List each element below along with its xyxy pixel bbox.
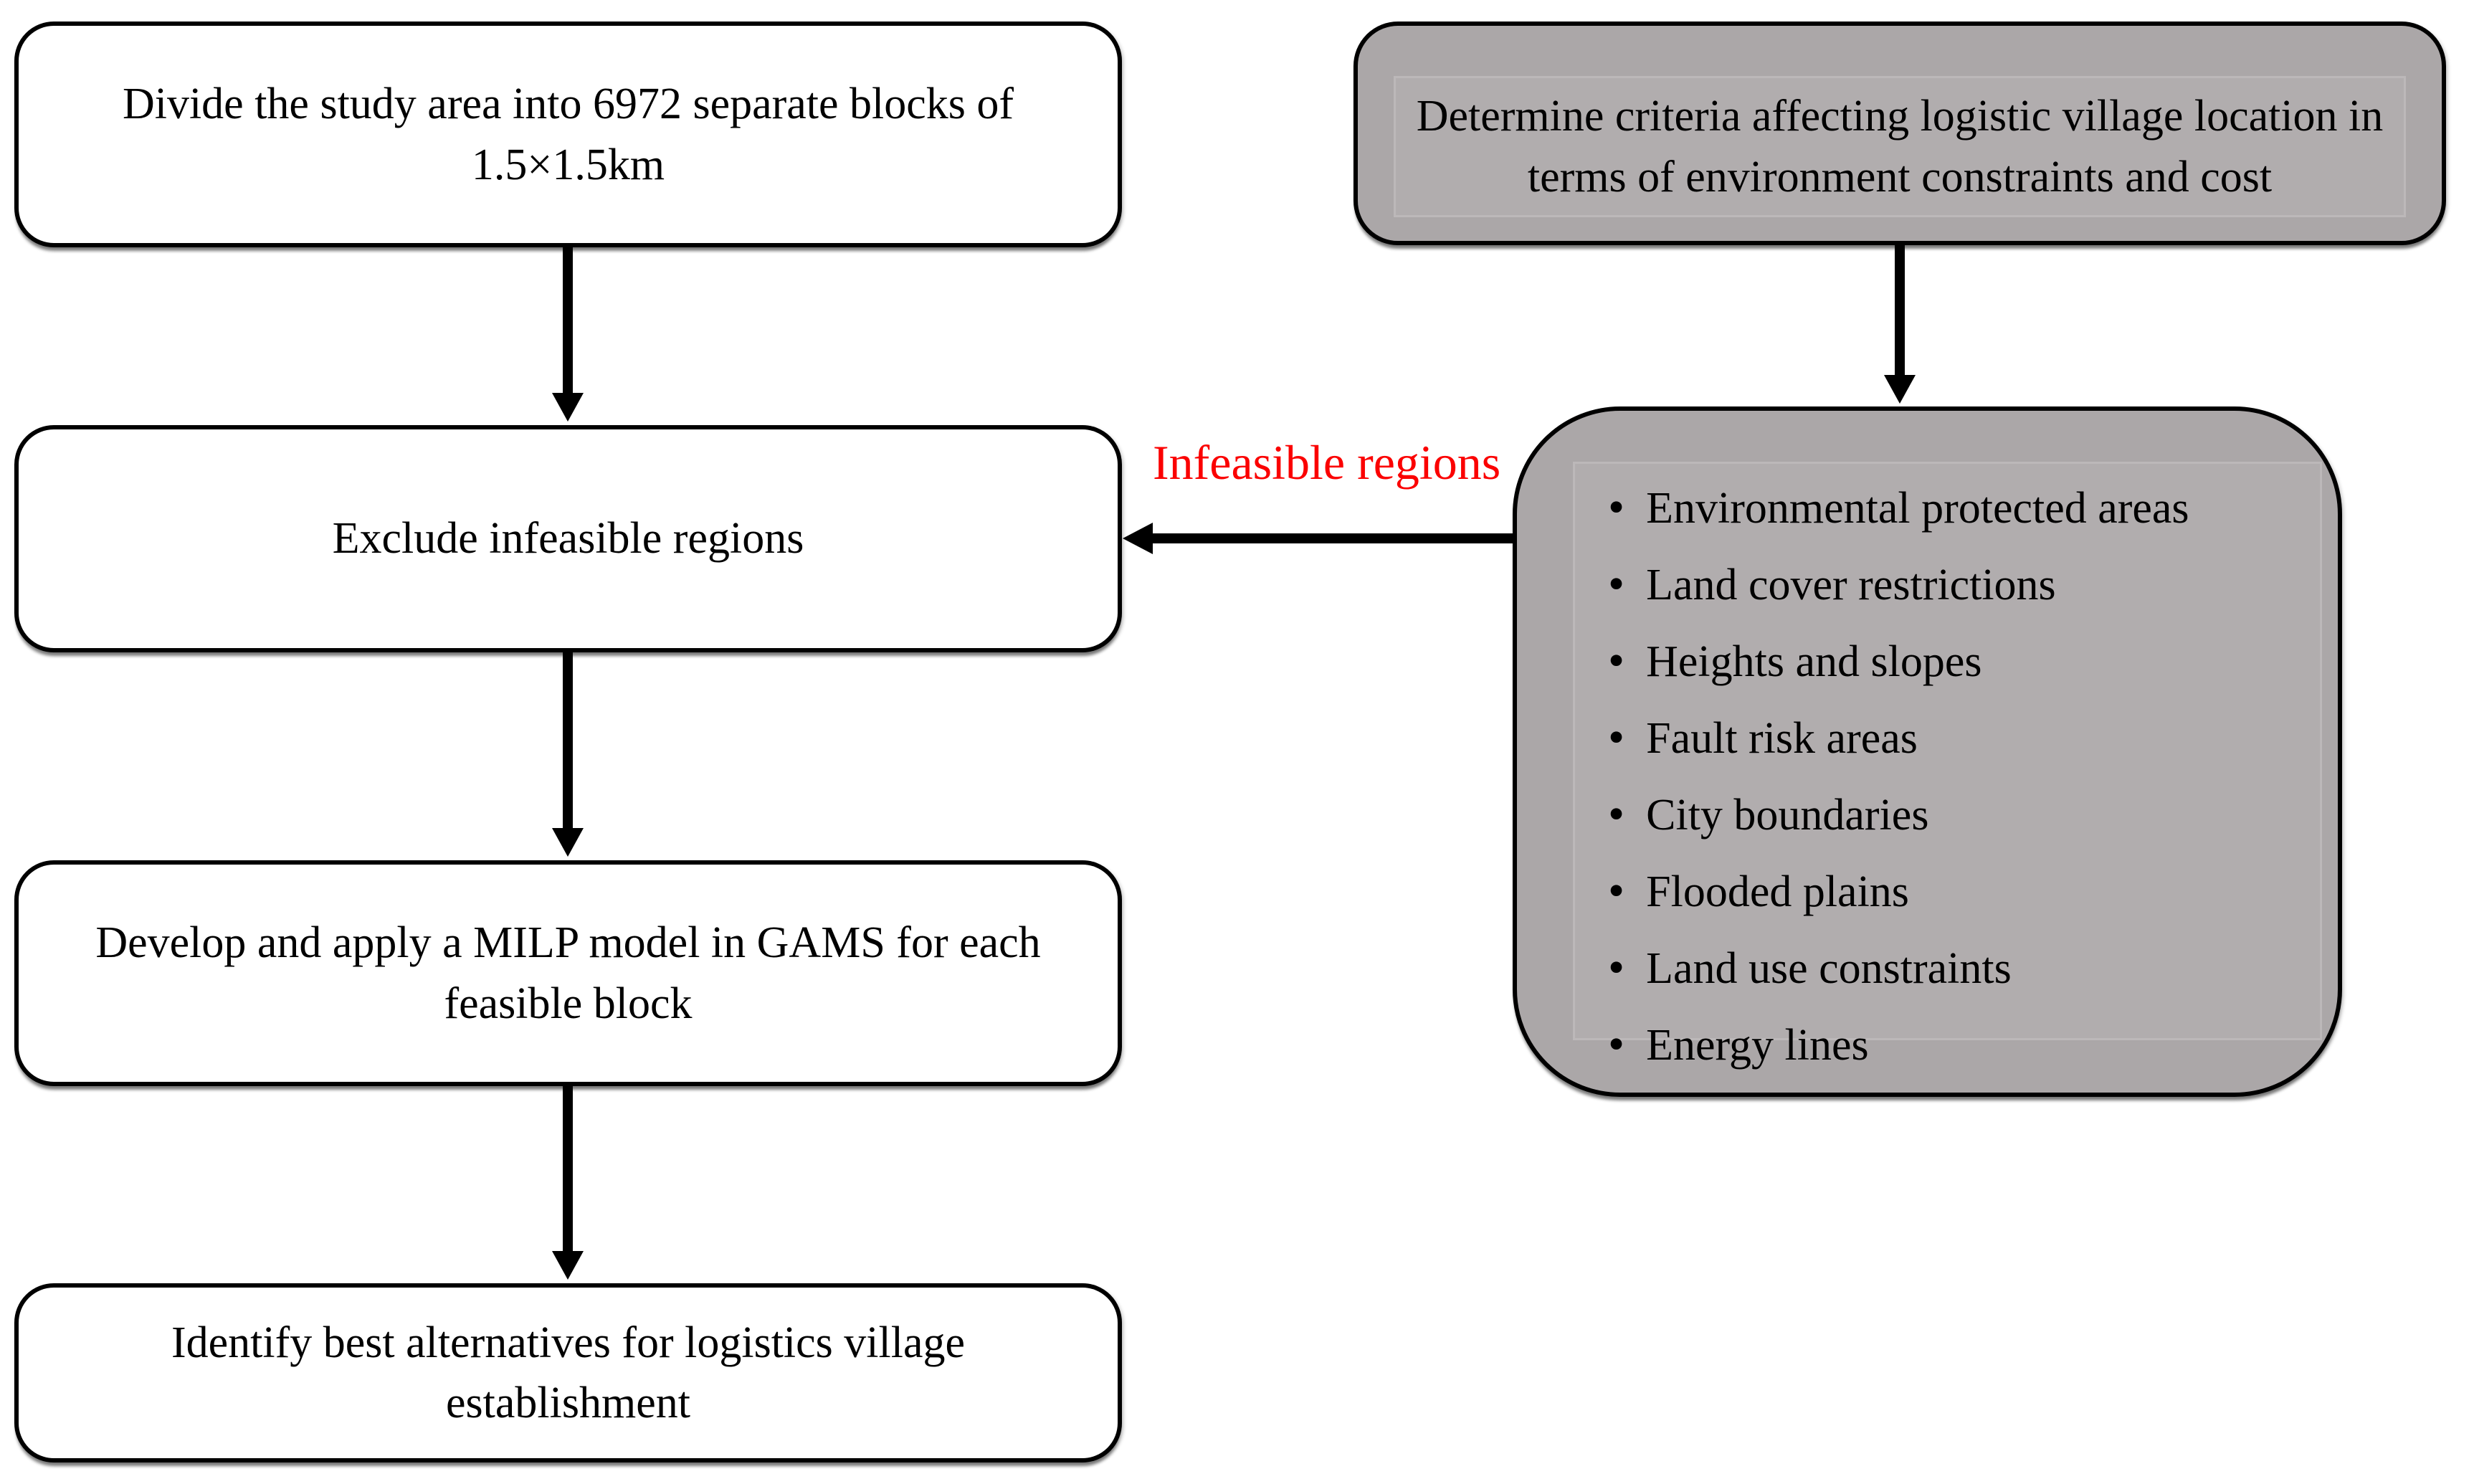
constraints-list: Environmental protected areas Land cover… [1575,464,2320,1083]
arrow-milp-to-identify [563,1085,573,1252]
step-exclude-infeasible-regions: Exclude infeasible regions [14,425,1122,652]
arrow-divide-to-exclude-head [552,393,584,422]
step-milp-model-gams-label: Develop and apply a MILP model in GAMS f… [95,918,1041,1028]
constraint-item: Land cover restrictions [1608,546,2320,623]
step-identify-best-alternatives: Identify best alternatives for logistics… [14,1283,1122,1462]
arrow-divide-to-exclude [563,246,573,394]
step-identify-best-alternatives-label: Identify best alternatives for logistics… [171,1318,966,1427]
step-divide-study-area: Divide the study area into 6972 separate… [14,22,1122,247]
criteria-inner-panel: Determine criteria affecting logistic vi… [1394,76,2406,217]
constraint-item: Fault risk areas [1608,700,2320,776]
constraint-item: Energy lines [1608,1007,2320,1083]
constraint-item: Land use constraints [1608,930,2320,1007]
arrow-criteria-to-constraints-head [1884,375,1916,404]
arrow-criteria-to-constraints [1895,244,1905,376]
step-determine-criteria-label: Determine criteria affecting logistic vi… [1416,92,2384,201]
constraints-inner-panel: Environmental protected areas Land cover… [1573,462,2322,1070]
constraint-item: City boundaries [1608,776,2320,853]
constraints-box: Environmental protected areas Land cover… [1513,406,2342,1097]
constraint-item: Flooded plains [1608,853,2320,930]
arrow-milp-to-identify-head [552,1251,584,1280]
arrow-constraints-to-exclude [1151,533,1514,543]
arrow-exclude-to-milp-head [552,828,584,857]
constraint-item: Heights and slopes [1608,623,2320,700]
step-exclude-infeasible-regions-label: Exclude infeasible regions [332,514,804,563]
arrow-constraints-to-exclude-head [1123,523,1153,554]
arrow-exclude-to-milp [563,651,573,829]
constraint-item: Environmental protected areas [1608,470,2320,546]
step-divide-study-area-label: Divide the study area into 6972 separate… [122,80,1014,189]
step-milp-model-gams: Develop and apply a MILP model in GAMS f… [14,860,1122,1086]
edge-label-infeasible-regions: Infeasible regions [1153,435,1501,490]
step-determine-criteria: Determine criteria affecting logistic vi… [1353,22,2446,245]
